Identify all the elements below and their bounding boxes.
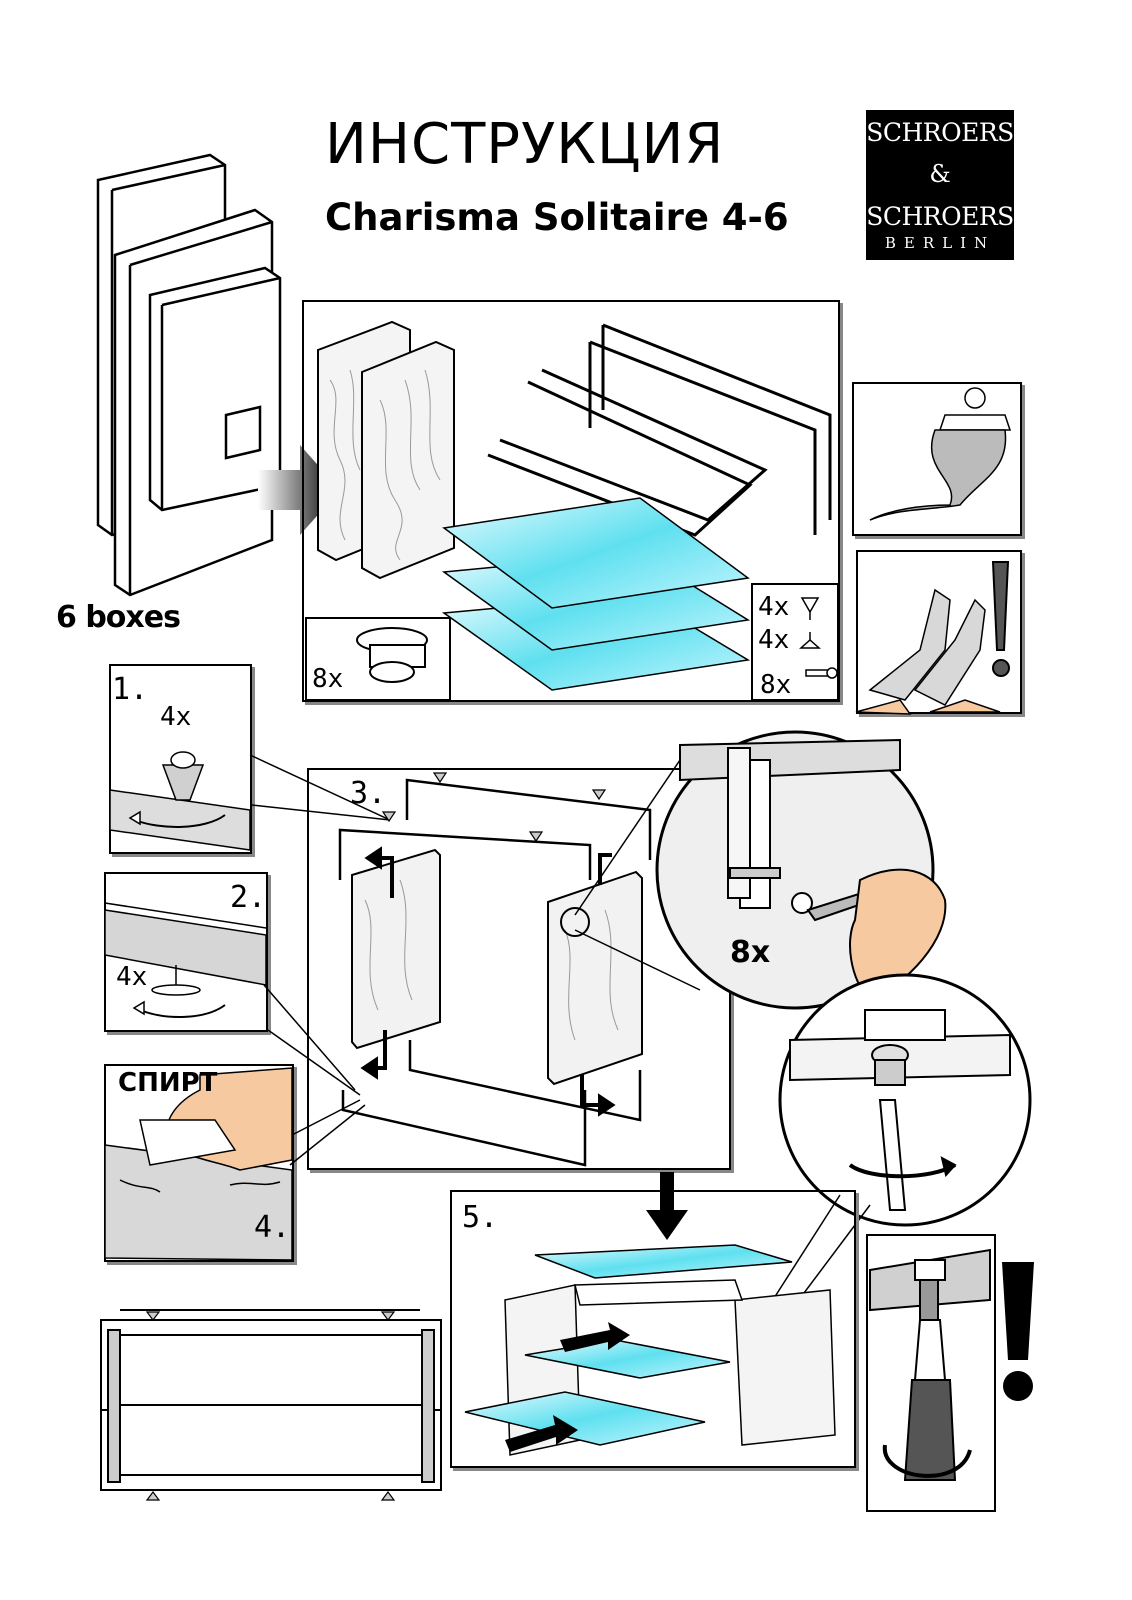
cleaning-cloth-panel: [852, 382, 1022, 536]
step-4-alcohol-label: СПИРТ: [118, 1068, 218, 1098]
foot-quantity: 4x: [758, 625, 790, 655]
step-4-number: 4.: [254, 1210, 291, 1245]
parts-panel: [302, 300, 840, 702]
logo-line-1: SCHROERS: [866, 118, 1014, 147]
step-5-number: 5.: [462, 1200, 499, 1235]
logo-line-4: BERLIN: [884, 234, 996, 252]
step-3-number: 3.: [350, 776, 387, 811]
gloves-panel: [856, 550, 1022, 714]
clip-quantity: 8x: [312, 664, 344, 694]
step-5-panel: [450, 1190, 856, 1468]
step-1-panel: [109, 664, 252, 854]
step-2-number: 2.: [230, 880, 267, 915]
step-2-quantity: 4x: [116, 962, 148, 992]
brand-logo: SCHROERS & SCHROERS BERLIN: [866, 110, 1014, 260]
step-3-screw-quantity: 8x: [730, 935, 771, 970]
step-1-number: 1.: [112, 672, 149, 707]
logo-line-3: SCHROERS: [866, 202, 1014, 231]
step-1-quantity: 4x: [160, 702, 192, 732]
screw-quantity: 8x: [760, 670, 792, 700]
screwdriver-warning-panel: [866, 1234, 996, 1512]
logo-line-2: &: [929, 160, 951, 188]
cone-quantity: 4x: [758, 592, 790, 622]
boxes-label: 6 boxes: [56, 600, 181, 635]
product-name: Charisma Solitaire 4-6: [325, 196, 789, 239]
page-title: ИНСТРУКЦИЯ: [325, 112, 725, 177]
